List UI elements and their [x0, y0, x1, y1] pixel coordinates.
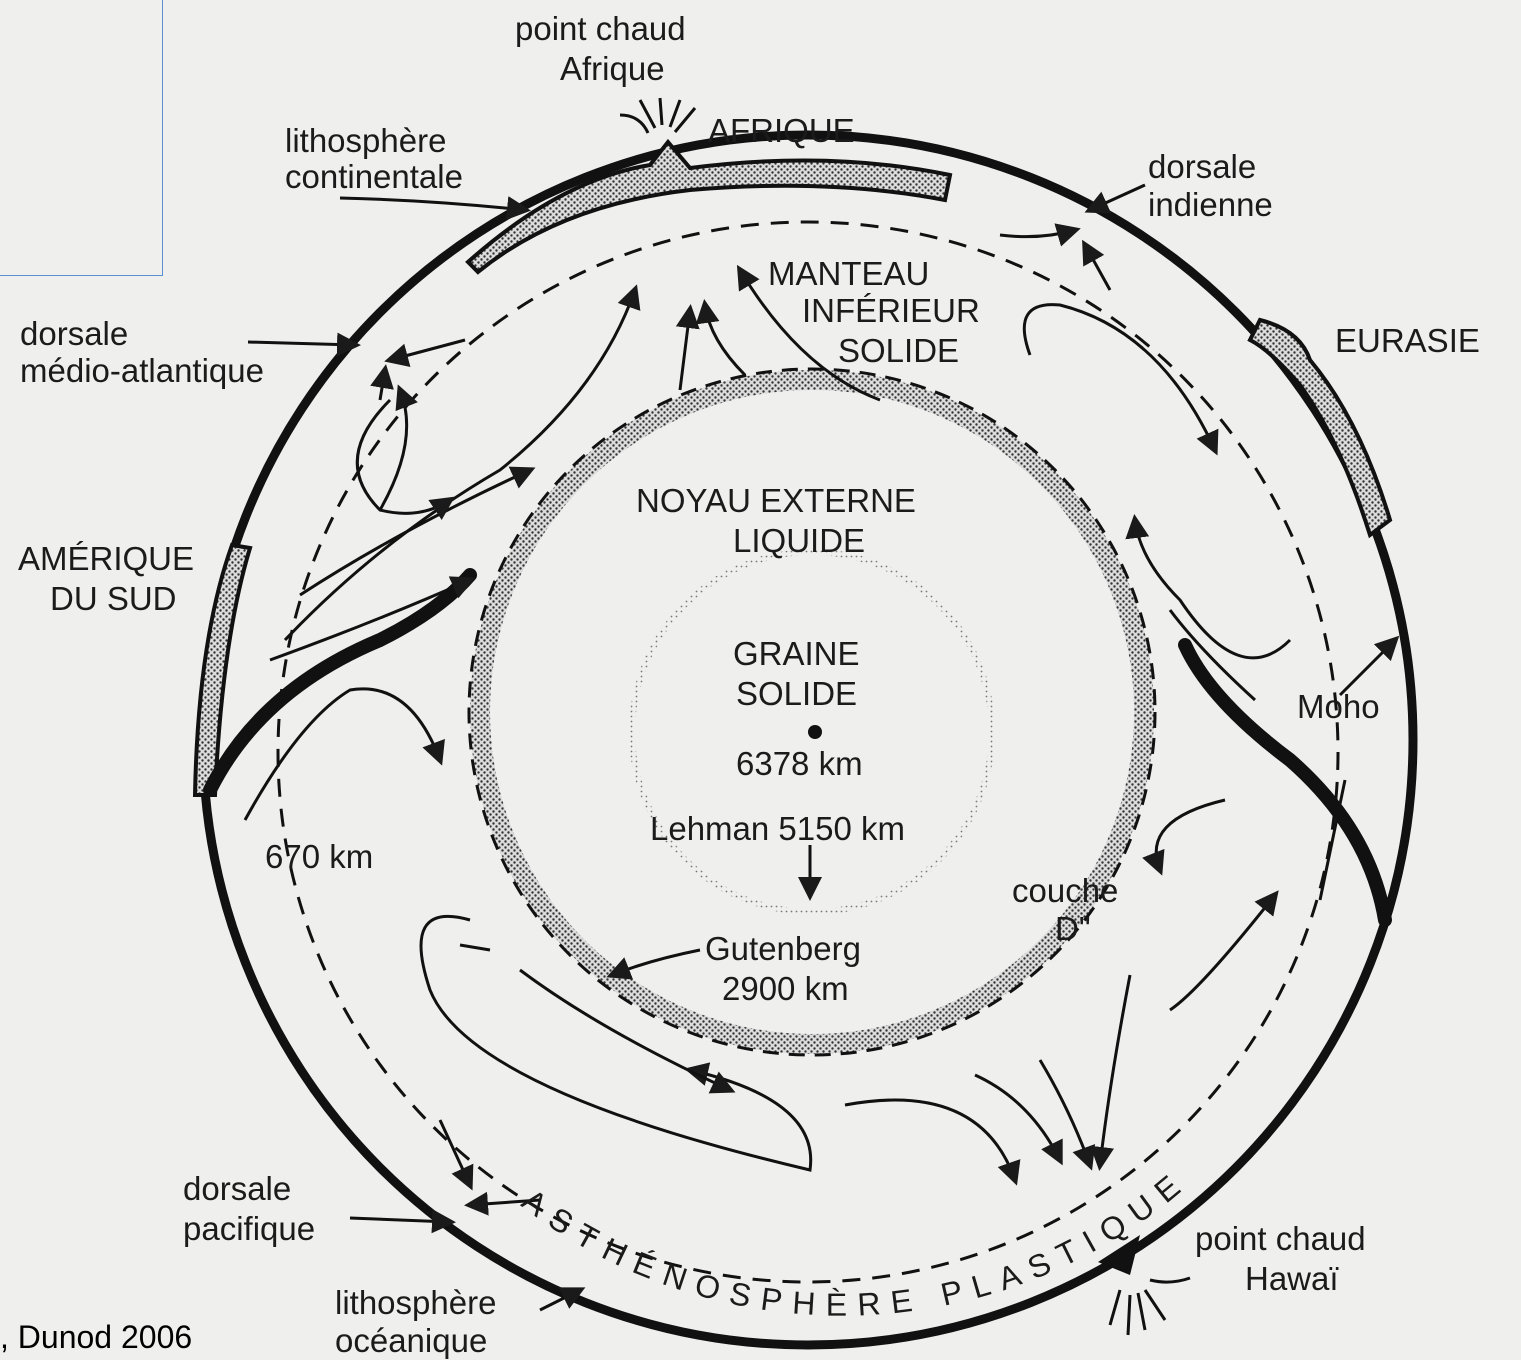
africa-hotspot-rays	[620, 98, 695, 133]
earth-center-dot	[808, 725, 822, 739]
label-lehman: Lehman 5150 km	[650, 810, 905, 847]
label-dorsale-pacifique-1: dorsale	[183, 1170, 291, 1207]
label-gutenberg-1: Gutenberg	[705, 930, 861, 967]
label-dorsale-indienne-1: dorsale	[1148, 148, 1256, 185]
label-noyau-1: NOYAU EXTERNE	[636, 482, 916, 519]
label-couche-1: couche	[1012, 872, 1118, 909]
label-couche-2: D"	[1055, 910, 1091, 947]
hawaii-hotspot-rays	[1110, 1278, 1190, 1335]
africa-crust	[468, 142, 950, 272]
label-afrique: AFRIQUE	[708, 112, 855, 149]
label-point-chaud-afrique-1: point chaud	[515, 10, 686, 47]
label-moho: Moho	[1297, 688, 1380, 725]
label-eurasie: EURASIE	[1335, 322, 1480, 359]
slab-south-america	[210, 575, 470, 790]
label-670km: 670 km	[265, 838, 373, 875]
label-point-chaud-hawai-1: point chaud	[1195, 1220, 1366, 1257]
label-graine-1: GRAINE	[733, 635, 860, 672]
label-asthenosphere-path: ASTHÉNOSPHÈRE PLASTIQUE	[516, 1161, 1196, 1322]
label-radius: 6378 km	[736, 745, 863, 782]
label-amerique-1: AMÉRIQUE	[18, 540, 194, 577]
label-dorsale-medio-1: dorsale	[20, 315, 128, 352]
source-caption: , Dunod 2006	[0, 1319, 192, 1356]
label-dorsale-indienne-2: indienne	[1148, 186, 1273, 223]
label-point-chaud-afrique-2: Afrique	[560, 50, 665, 87]
label-manteau-3: SOLIDE	[838, 332, 959, 369]
label-litho-continentale-1: lithosphère	[285, 122, 446, 159]
label-litho-continentale-2: continentale	[285, 158, 463, 195]
label-litho-oceanique-2: océanique	[335, 1322, 487, 1359]
label-gutenberg-2: 2900 km	[722, 970, 849, 1007]
label-point-chaud-hawai-2: Hawaï	[1245, 1260, 1339, 1297]
label-graine-2: SOLIDE	[736, 675, 857, 712]
label-dorsale-medio-2: médio-atlantique	[20, 352, 264, 389]
label-manteau-1: MANTEAU	[768, 255, 929, 292]
label-dorsale-pacifique-2: pacifique	[183, 1210, 315, 1247]
label-noyau-2: LIQUIDE	[733, 522, 865, 559]
slab-eurasia	[1185, 645, 1385, 920]
label-asthenosphere: ASTHÉNOSPHÈRE PLASTIQUE	[516, 1161, 1196, 1322]
label-litho-oceanique-1: lithosphère	[335, 1284, 496, 1321]
label-manteau-2: INFÉRIEUR	[802, 292, 980, 329]
label-amerique-2: DU SUD	[50, 580, 177, 617]
